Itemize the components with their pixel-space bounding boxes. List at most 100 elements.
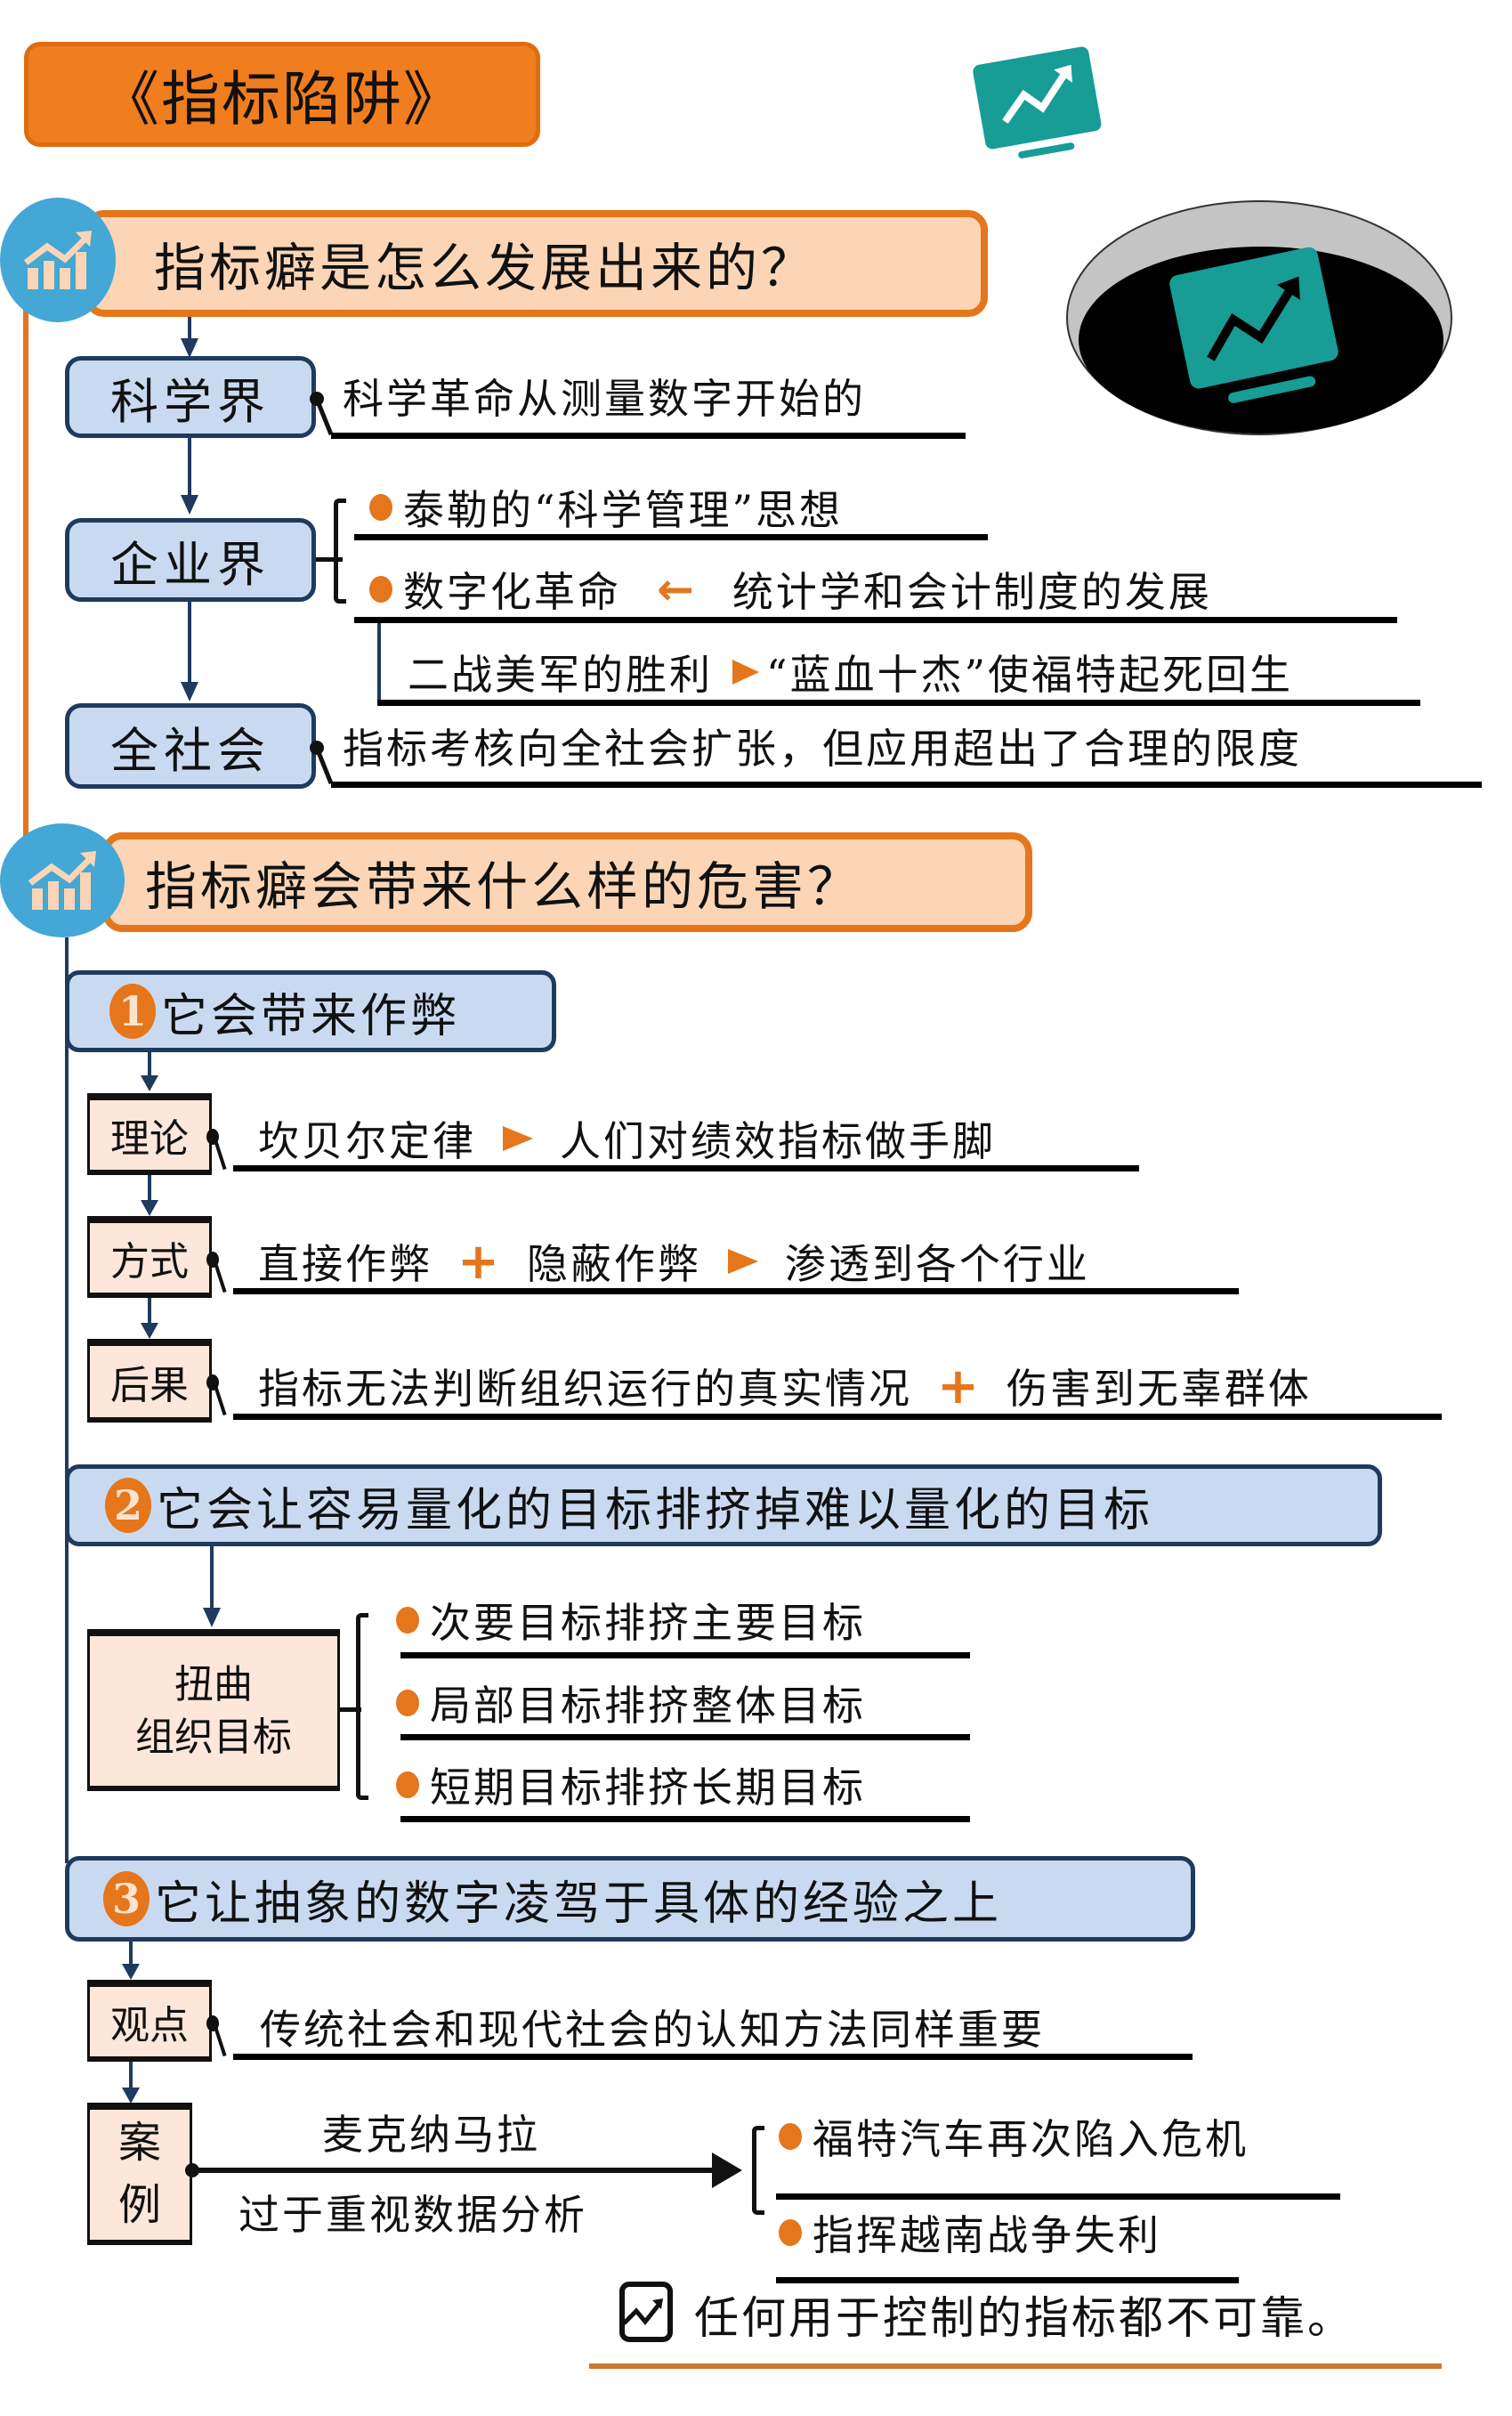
distort-item-1-text: 次要目标排挤主要目标 — [430, 1599, 866, 1647]
connector — [377, 623, 381, 703]
node-science-label: 科学界 — [110, 373, 271, 430]
plus-icon: + — [457, 1232, 502, 1291]
method-a: 直接作弊 — [258, 1240, 433, 1288]
harm1-title: 它会带来作弊 — [161, 989, 461, 1043]
section1-heading-text: 指标癖是怎么发展出来的？ — [154, 238, 817, 298]
arrow-down-icon — [141, 1075, 158, 1091]
bullet-icon — [396, 1607, 419, 1634]
tag-view: 观点 — [87, 1980, 212, 2062]
business-item-1-text: 泰勒的“科学管理”思想 — [403, 486, 844, 534]
case-result-1-text: 福特汽车再次陷入危机 — [813, 2115, 1249, 2163]
distort-item-3-text: 短期目标排挤长期目标 — [430, 1763, 866, 1812]
node-business-label: 企业界 — [110, 536, 271, 593]
tag-view-label: 观点 — [110, 2003, 189, 2048]
number-badge: 3 — [103, 1871, 150, 1926]
connector — [213, 1382, 227, 1416]
left-arrow-icon: ← — [657, 563, 697, 615]
bullet-icon — [396, 1771, 419, 1798]
harm3-heading: 3 它让抽象的数字凌驾于具体的经验之上 — [65, 1856, 1195, 1942]
node-business: 企业界 — [65, 518, 316, 602]
underline — [400, 1816, 970, 1822]
arrow-line — [192, 2168, 717, 2173]
underline — [331, 782, 1482, 788]
harm2-heading: 2 它会让容易量化的目标排挤掉难以量化的目标 — [65, 1464, 1382, 1546]
bar-chart-trend-icon — [0, 198, 116, 322]
underline — [400, 1734, 970, 1740]
business-sub: 二战美军的胜利 “蓝血十杰”使福特起死回生 — [408, 645, 1293, 699]
distort-item-2-text: 局部目标排挤整体目标 — [430, 1682, 866, 1730]
plus-icon: + — [937, 1357, 982, 1415]
connector — [188, 602, 191, 684]
connector — [188, 317, 191, 344]
society-text: 指标考核向全社会扩张，但应用超出了合理的限度 — [343, 725, 1302, 773]
underline — [400, 1652, 970, 1658]
tag-case-line1: 案 — [117, 2118, 161, 2169]
arrow-right-icon — [712, 2153, 742, 2188]
science-text: 科学革命从测量数字开始的 — [343, 375, 866, 423]
result-row: 指标无法判断组织运行的真实情况 + 伤害到无辜群体 — [258, 1357, 1312, 1415]
connector — [210, 1546, 214, 1616]
connector — [213, 1259, 227, 1293]
theory-row: 坎贝尔定律 人们对绩效指标做手脚 — [258, 1113, 996, 1165]
node-science: 科学界 — [65, 356, 316, 438]
case-reason: 过于重视数据分析 — [239, 2191, 587, 2239]
tag-result-label: 后果 — [110, 1363, 189, 1408]
theory-a: 坎贝尔定律 — [258, 1117, 476, 1165]
method-c: 渗透到各个行业 — [784, 1240, 1090, 1288]
connector — [213, 2023, 227, 2057]
bracket — [356, 1613, 368, 1800]
arrow-down-icon — [181, 495, 198, 515]
monitor-trend-icon — [966, 43, 1108, 158]
tag-case-line2: 例 — [117, 2180, 161, 2230]
arrow-down-icon — [203, 1608, 221, 1627]
distort-item-1: 次要目标排挤主要目标 — [396, 1593, 866, 1647]
connector — [340, 1707, 361, 1712]
bracket — [334, 499, 346, 604]
conclusion-text: 任何用于控制的指标都不可靠。 — [694, 2292, 1354, 2344]
triangle-arrow-icon — [727, 1249, 758, 1274]
arrow-down-icon — [181, 338, 198, 358]
arrow-down-icon — [181, 682, 198, 701]
harm2-title: 它会让容易量化的目标排挤掉难以量化的目标 — [157, 1483, 1154, 1537]
tag-theory-label: 理论 — [110, 1116, 189, 1162]
case-result-1: 福特汽车再次陷入危机 — [779, 2110, 1249, 2163]
connector — [315, 399, 334, 435]
conclusion-underline — [589, 2363, 1442, 2369]
arrow-down-icon — [141, 1200, 158, 1216]
business-item-1: 泰勒的“科学管理”思想 — [369, 481, 843, 534]
underline — [776, 2277, 1239, 2283]
bullet-icon — [779, 2219, 802, 2246]
section1-spine — [23, 303, 28, 837]
harm3-title: 它让抽象的数字凌驾于具体的经验之上 — [155, 1877, 1003, 1931]
view-text: 传统社会和现代社会的认知方法同样重要 — [260, 2006, 1045, 2054]
number-badge: 1 — [109, 984, 156, 1039]
underline — [233, 1414, 1442, 1420]
section2-heading: 指标癖会带来什么样的危害？ — [102, 832, 1032, 932]
section2-heading-text: 指标癖会带来什么样的危害？ — [145, 856, 863, 917]
result-b: 伤害到无辜群体 — [1006, 1365, 1312, 1413]
underline — [233, 1288, 1239, 1294]
underline — [233, 1165, 1139, 1172]
node-society-label: 全社会 — [110, 722, 271, 779]
number-badge: 2 — [105, 1478, 151, 1533]
underline — [354, 534, 988, 540]
business-sub-to: “蓝血十杰”使福特起死回生 — [766, 651, 1294, 699]
tag-result: 后果 — [87, 1339, 212, 1423]
distort-item-2: 局部目标排挤整体目标 — [396, 1676, 866, 1730]
connector — [129, 2062, 133, 2092]
business-item-2: 数字化革命 ← 统计学和会计制度的发展 — [369, 563, 1212, 616]
node-society: 全社会 — [65, 703, 316, 789]
result-a: 指标无法判断组织运行的真实情况 — [258, 1365, 912, 1413]
tag-method-label: 方式 — [110, 1239, 189, 1285]
underline — [331, 433, 966, 439]
connector — [315, 748, 334, 784]
harm1-heading: 1 它会带来作弊 — [65, 970, 556, 1052]
business-item-2-text: 数字化革命 — [403, 568, 621, 616]
connector — [316, 557, 343, 562]
distort-line1: 扭曲 — [174, 1661, 253, 1707]
bracket — [752, 2126, 764, 2215]
case-person: 麦克纳马拉 — [322, 2111, 540, 2159]
case-result-2: 指挥越南战争失利 — [779, 2206, 1161, 2259]
theory-b: 人们对绩效指标做手脚 — [560, 1117, 996, 1165]
underline — [354, 617, 1397, 623]
